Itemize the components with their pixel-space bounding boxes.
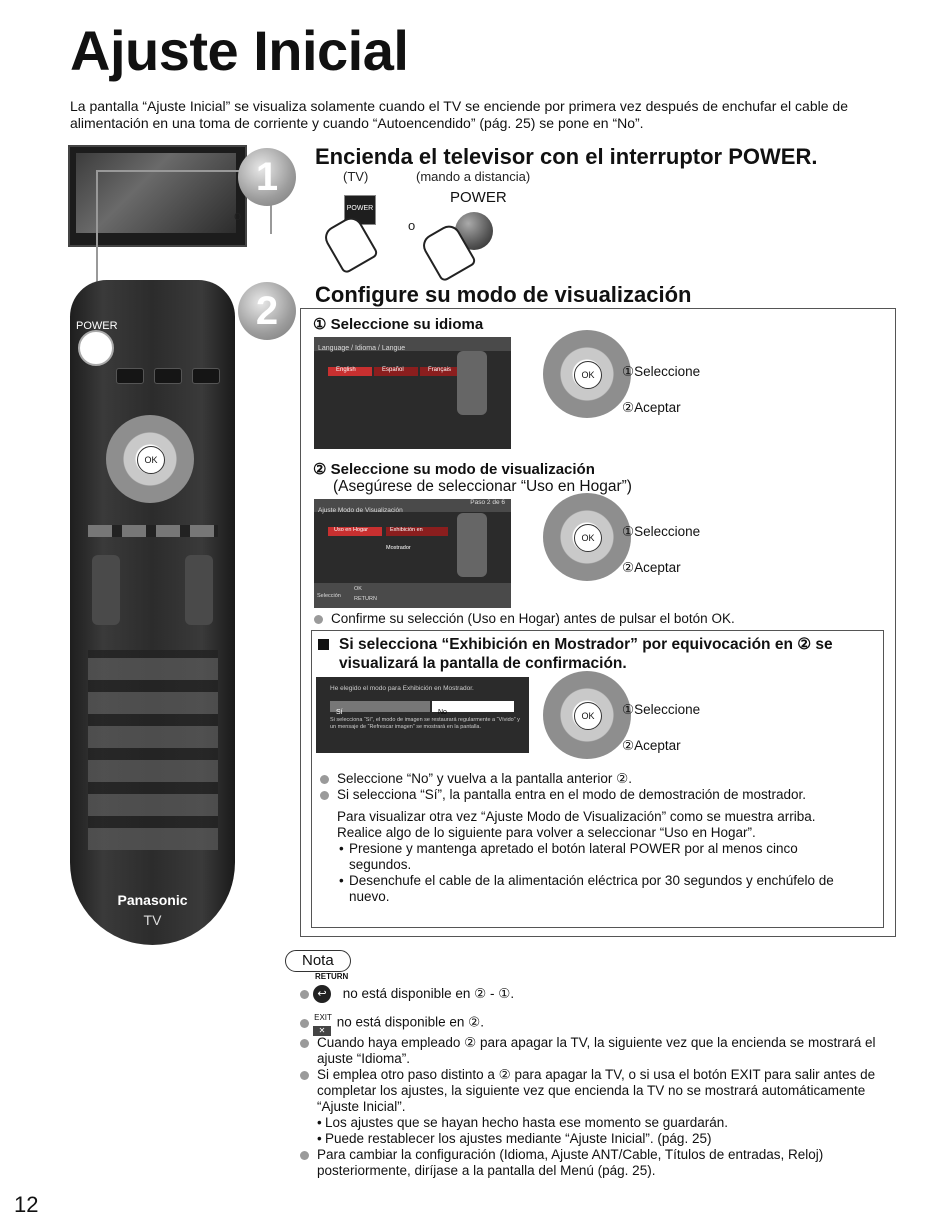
- nota-label: Nota: [285, 950, 351, 972]
- nota-exit-line: EXIT ✕ no está disponible en ②.: [297, 1010, 857, 1036]
- warning-square-icon: [318, 639, 329, 650]
- remote-brand: Panasonic: [117, 892, 188, 908]
- nota-item: Para cambiar la configuración (Idioma, A…: [297, 1147, 879, 1179]
- exit-icon: EXIT ✕: [313, 1010, 333, 1036]
- screen-remote-icon: [457, 513, 487, 577]
- tv-power-button-label: POWER: [346, 205, 374, 212]
- sub2-accept-label: ②Aceptar: [622, 560, 681, 575]
- return-icon: ↩: [313, 985, 331, 1003]
- nota-return-label: RETURN: [315, 972, 349, 981]
- lang-option-francais: Français: [420, 367, 464, 376]
- nota-dash-text: Puede restablecer los ajustes mediante “…: [325, 1131, 712, 1146]
- screen-header-band: Ajuste Modo de Visualización Paso 2 de 6: [314, 499, 511, 514]
- screen-header: Language / Idioma / Langue: [318, 345, 406, 352]
- remote-ok-button: OK: [137, 446, 165, 474]
- tv-or-label: o: [234, 208, 242, 223]
- nota-items: Cuando haya empleado ② para apagar la TV…: [297, 1035, 879, 1179]
- remote-channel-rocker: [185, 555, 213, 625]
- remote-number-pad: [88, 650, 218, 850]
- intro-text: La pantalla “Ajuste Inicial” se visualiz…: [70, 98, 848, 131]
- sub2-confirm-note: Confirme su selección (Uso en Hogar) ant…: [311, 611, 901, 627]
- language-screen: Language / Idioma / Langue English Españ…: [314, 337, 511, 449]
- lang-option-english: English: [328, 367, 372, 376]
- remote-dpad: OK: [106, 415, 194, 503]
- confirmation-screen: He elegido el modo para Exhibición en Mo…: [316, 677, 529, 753]
- nota-item: Si emplea otro paso distinto a ② para ap…: [297, 1067, 879, 1115]
- remote-button: [116, 368, 144, 384]
- remote-power-button: [78, 330, 114, 366]
- lang-option-espanol: Español: [374, 367, 418, 376]
- remote-button: [154, 368, 182, 384]
- nota-title: Nota: [302, 952, 334, 969]
- step1-tv-label: (TV): [343, 169, 369, 184]
- nota-item: Cuando haya empleado ② para apagar la TV…: [297, 1035, 879, 1067]
- remote-volume-rocker: [92, 555, 120, 625]
- step1-number: 1: [238, 148, 296, 206]
- warning-dash-item: •Desenchufe el cable de la alimentación …: [339, 873, 834, 904]
- remote-color-buttons: [88, 525, 218, 537]
- screen-remote-icon: [457, 351, 487, 415]
- nota-dash-item: •Puede restablecer los ajustes mediante …: [317, 1131, 712, 1146]
- ok-button-icon: OK: [574, 524, 602, 552]
- ok-dpad-icon: OK: [543, 493, 631, 581]
- step1-remote-label: (mando a distancia): [416, 169, 531, 184]
- sub1-title: ① Seleccione su idioma: [313, 316, 484, 333]
- remote-power-line: [96, 170, 98, 325]
- exit-icon-label: EXIT: [314, 1013, 332, 1022]
- nota-dash-item: •Los ajustes que se hayan hecho hasta es…: [317, 1115, 729, 1130]
- remote-model: TV: [143, 912, 162, 928]
- sub1-select-label: ①Seleccione: [622, 364, 701, 379]
- ok-dpad-icon: OK: [543, 671, 631, 759]
- warning-bullet: Seleccione “No” y vuelva a la pantalla a…: [317, 771, 877, 787]
- warning-text-block: Seleccione “No” y vuelva a la pantalla a…: [317, 771, 877, 905]
- nota-exit-text: no está disponible en ②.: [336, 1014, 484, 1030]
- remote-power-label: POWER: [76, 320, 118, 332]
- confirm-screen-body: Si selecciona “Sí”, el modo de imagen se…: [330, 717, 520, 730]
- warning-dash-text: Desenchufe el cable de la alimentación e…: [349, 873, 834, 904]
- warning-box: [311, 630, 884, 928]
- warning-select-label: ①Seleccione: [622, 702, 701, 717]
- step2-box: [300, 308, 896, 937]
- step2-number: 2: [238, 282, 296, 340]
- warning-dash-item: •Presione y mantenga apretado el botón l…: [339, 841, 798, 872]
- step2-title: Configure su modo de visualización: [315, 282, 692, 307]
- step1-title: Encienda el televisor con el interruptor…: [315, 144, 818, 169]
- warning-dash-text: Presione y mantenga apretado el botón la…: [349, 841, 798, 872]
- mode-option-store: Exhibición en Mostrador: [386, 527, 448, 551]
- tv-screen: [76, 153, 236, 233]
- screen-footer-band: Selección OK RETURN: [314, 583, 511, 608]
- sub2-subtitle: (Asegúrese de seleccionar “Uso en Hogar”…: [333, 478, 632, 495]
- warning-bullet: Si selecciona “Sí”, la pantalla entra en…: [317, 787, 877, 803]
- page-number: 12: [14, 1192, 39, 1217]
- screen-footer-ok: OK: [354, 586, 362, 592]
- screen-footer-select: Selección: [317, 593, 341, 599]
- step1-power-label: POWER: [450, 189, 507, 206]
- screen-footer-return: RETURN: [354, 596, 377, 602]
- confirm-screen-text: He elegido el modo para Exhibición en Mo…: [330, 685, 474, 692]
- confirm-yes-option: Sí: [330, 701, 430, 716]
- screen-header: Ajuste Modo de Visualización: [318, 507, 403, 514]
- warning-title: Si selecciona “Exhibición en Mostrador” …: [339, 636, 833, 672]
- confirm-no-option: No: [432, 701, 514, 716]
- warning-accept-label: ②Aceptar: [622, 738, 681, 753]
- ok-button-icon: OK: [574, 361, 602, 389]
- warning-para2: Realice algo de lo siguiente para volver…: [337, 825, 756, 840]
- remote-button: [192, 368, 220, 384]
- sub2-select-label: ①Seleccione: [622, 524, 701, 539]
- display-mode-screen: Ajuste Modo de Visualización Paso 2 de 6…: [314, 499, 511, 608]
- warning-para1: Para visualizar otra vez “Ajuste Modo de…: [337, 809, 816, 824]
- ok-button-icon: OK: [574, 702, 602, 730]
- nota-return-text: no está disponible en ② - ①.: [342, 985, 515, 1001]
- sub1-accept-label: ②Aceptar: [622, 400, 681, 415]
- screen-header-band: Language / Idioma / Langue: [314, 337, 511, 352]
- screen-page: Paso 2 de 6: [470, 499, 505, 506]
- nota-dash-text: Los ajustes que se hayan hecho hasta ese…: [325, 1115, 729, 1130]
- step1-or-label: o: [408, 218, 416, 233]
- remote-control: POWER OK Panasonic TV: [70, 280, 235, 945]
- sub2-title: ② Seleccione su modo de visualización: [313, 461, 595, 478]
- ok-dpad-icon: OK: [543, 330, 631, 418]
- nota-return-line: ↩ no está disponible en ② - ①.: [297, 985, 857, 1003]
- page-title: Ajuste Inicial: [70, 19, 409, 82]
- mode-option-home: Uso en Hogar: [328, 527, 382, 536]
